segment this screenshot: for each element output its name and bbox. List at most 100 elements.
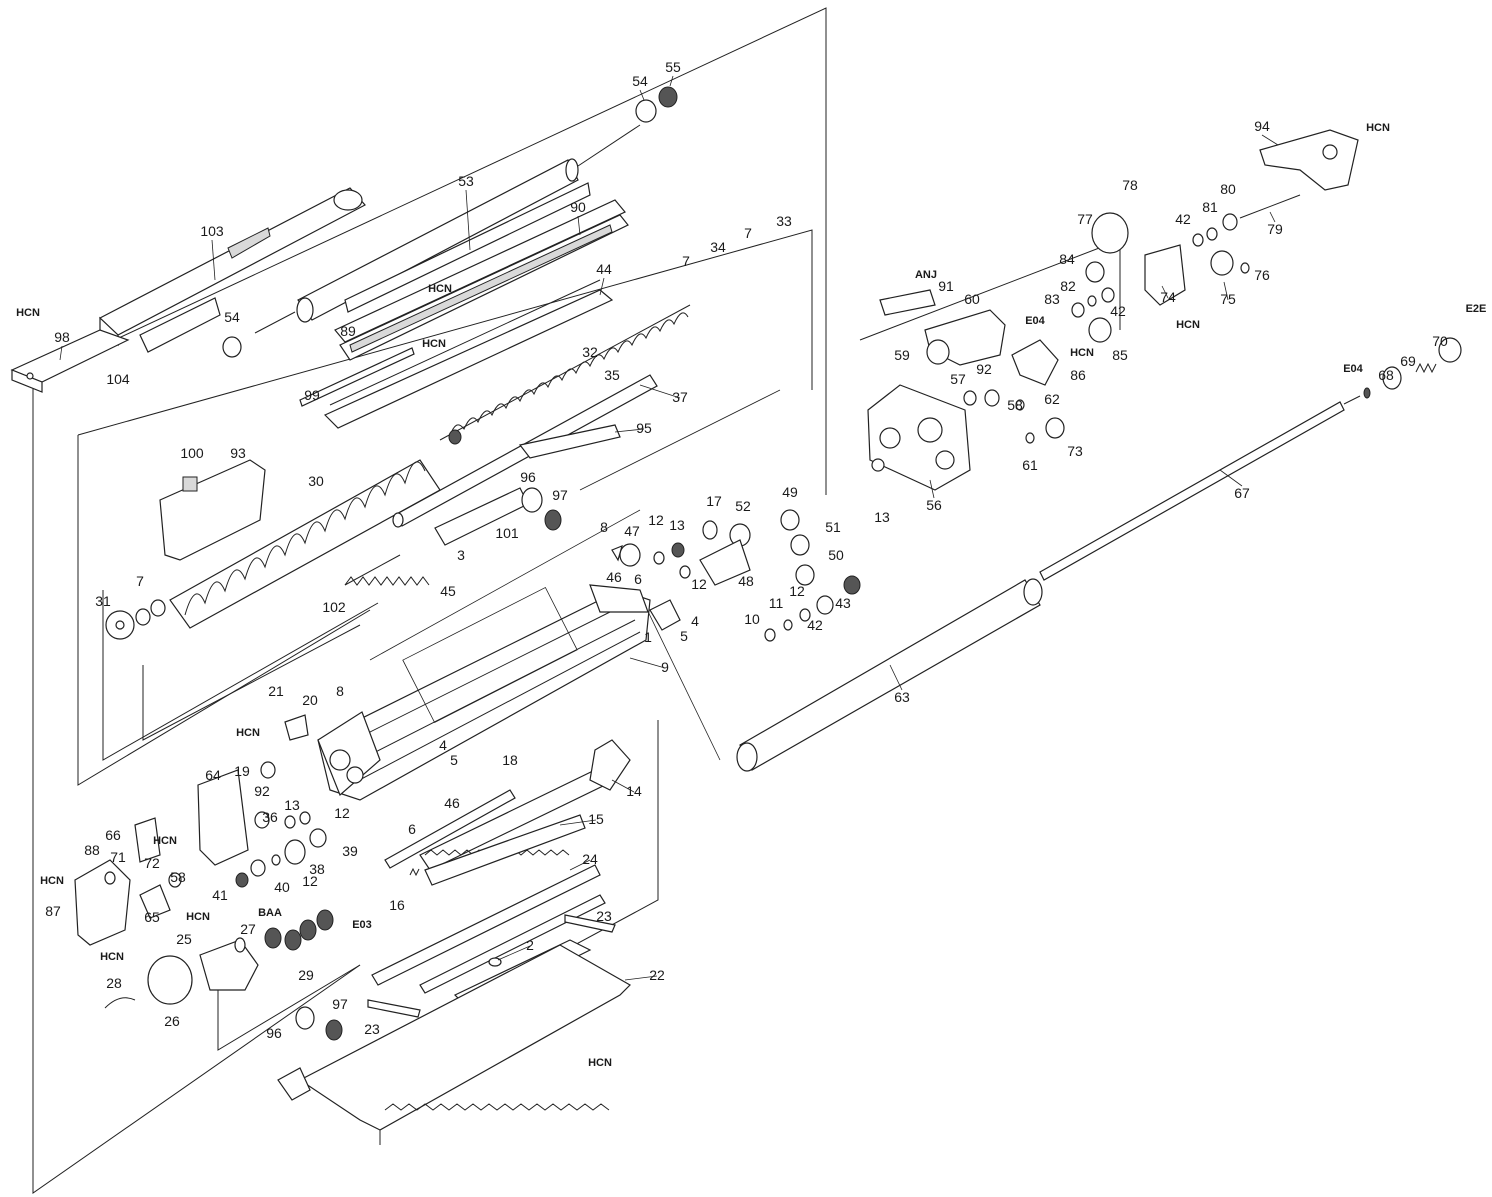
label-13c: 13 [874, 509, 890, 525]
label-74: 74 [1160, 289, 1176, 305]
label-31: 31 [95, 593, 111, 609]
code-hcn-8: HCN [100, 951, 124, 963]
label-55: 55 [665, 59, 681, 75]
label-72: 72 [144, 855, 160, 871]
label-4b: 4 [439, 737, 447, 753]
label-18: 18 [502, 752, 518, 768]
label-86: 86 [1070, 367, 1086, 383]
label-89: 89 [340, 323, 356, 339]
label-42a: 42 [807, 617, 823, 633]
label-104: 104 [106, 371, 130, 387]
label-102: 102 [322, 599, 346, 615]
label-82: 82 [1060, 278, 1076, 294]
label-49: 49 [782, 484, 798, 500]
label-10: 10 [744, 611, 760, 627]
label-34: 34 [710, 239, 726, 255]
code-hcn-1: HCN [16, 307, 40, 319]
label-12e: 12 [302, 873, 318, 889]
label-8a: 8 [600, 519, 608, 535]
label-59: 59 [894, 347, 910, 363]
label-33: 33 [776, 213, 792, 229]
label-100: 100 [180, 445, 204, 461]
label-92a: 92 [254, 783, 270, 799]
label-4a: 4 [691, 613, 699, 629]
code-e03: E03 [352, 919, 372, 931]
label-69: 69 [1400, 353, 1416, 369]
code-hcn-7: HCN [186, 911, 210, 923]
label-1: 1 [644, 629, 652, 645]
label-98: 98 [54, 329, 70, 345]
label-30: 30 [308, 473, 324, 489]
label-101: 101 [495, 525, 519, 541]
label-47: 47 [624, 523, 640, 539]
code-hcn-3: HCN [422, 338, 446, 350]
label-5a: 5 [680, 628, 688, 644]
label-96: 96 [520, 469, 536, 485]
label-53: 53 [458, 173, 474, 189]
label-51: 51 [825, 519, 841, 535]
label-56: 56 [926, 497, 942, 513]
label-7a: 7 [744, 225, 752, 241]
label-90: 90 [570, 199, 586, 215]
label-73: 73 [1067, 443, 1083, 459]
label-42b: 42 [1175, 211, 1191, 227]
label-92b: 92 [976, 361, 992, 377]
label-7c: 7 [136, 573, 144, 589]
label-77: 77 [1077, 211, 1093, 227]
label-15: 15 [588, 811, 604, 827]
label-58b: 58 [1007, 397, 1023, 413]
label-38: 38 [309, 861, 325, 877]
label-48: 48 [738, 573, 754, 589]
label-79: 79 [1267, 221, 1283, 237]
label-66: 66 [105, 827, 121, 843]
label-12a: 12 [648, 512, 664, 528]
bracket-94 [1259, 129, 1359, 191]
label-68: 68 [1378, 367, 1394, 383]
label-13b: 13 [284, 797, 300, 813]
label-17: 17 [706, 493, 722, 509]
label-19: 19 [234, 763, 250, 779]
label-16: 16 [389, 897, 405, 913]
gearbox-56 [867, 289, 1065, 491]
label-35: 35 [604, 367, 620, 383]
guide-assembly [299, 182, 629, 429]
label-96b: 96 [266, 1025, 282, 1041]
label-3: 3 [457, 547, 465, 563]
code-anj: ANJ [915, 269, 937, 281]
cover-103 [98, 187, 366, 353]
bracket-98 [10, 329, 130, 393]
leader-lines [59, 75, 1279, 981]
shaft-63 [736, 578, 1043, 772]
label-61: 61 [1022, 457, 1038, 473]
label-52: 52 [735, 498, 751, 514]
label-54: 54 [632, 73, 648, 89]
label-12b: 12 [691, 576, 707, 592]
label-97b: 97 [332, 996, 348, 1012]
label-42c: 42 [1110, 303, 1126, 319]
label-32: 32 [582, 344, 598, 360]
cover-93 [159, 459, 266, 561]
label-27: 27 [240, 921, 256, 937]
label-45: 45 [440, 583, 456, 599]
label-7b: 7 [682, 253, 690, 269]
label-11: 11 [769, 595, 784, 611]
label-46b: 46 [444, 795, 460, 811]
label-40: 40 [274, 879, 290, 895]
code-hcn-6: HCN [40, 875, 64, 887]
label-87: 87 [45, 903, 61, 919]
label-28: 28 [106, 975, 122, 991]
roller-53 [222, 86, 678, 358]
code-e04-1: E04 [1025, 315, 1045, 327]
label-62: 62 [1044, 391, 1060, 407]
code-hcn-12: HCN [1070, 347, 1094, 359]
label-23b: 23 [364, 1021, 380, 1037]
code-hcn-5: HCN [153, 835, 177, 847]
code-e2e: E2E [1466, 303, 1487, 315]
label-58a: 58 [170, 869, 186, 885]
code-hcn-9: HCN [588, 1057, 612, 1069]
label-23a: 23 [596, 908, 612, 924]
label-60: 60 [964, 291, 980, 307]
label-21: 21 [268, 683, 284, 699]
